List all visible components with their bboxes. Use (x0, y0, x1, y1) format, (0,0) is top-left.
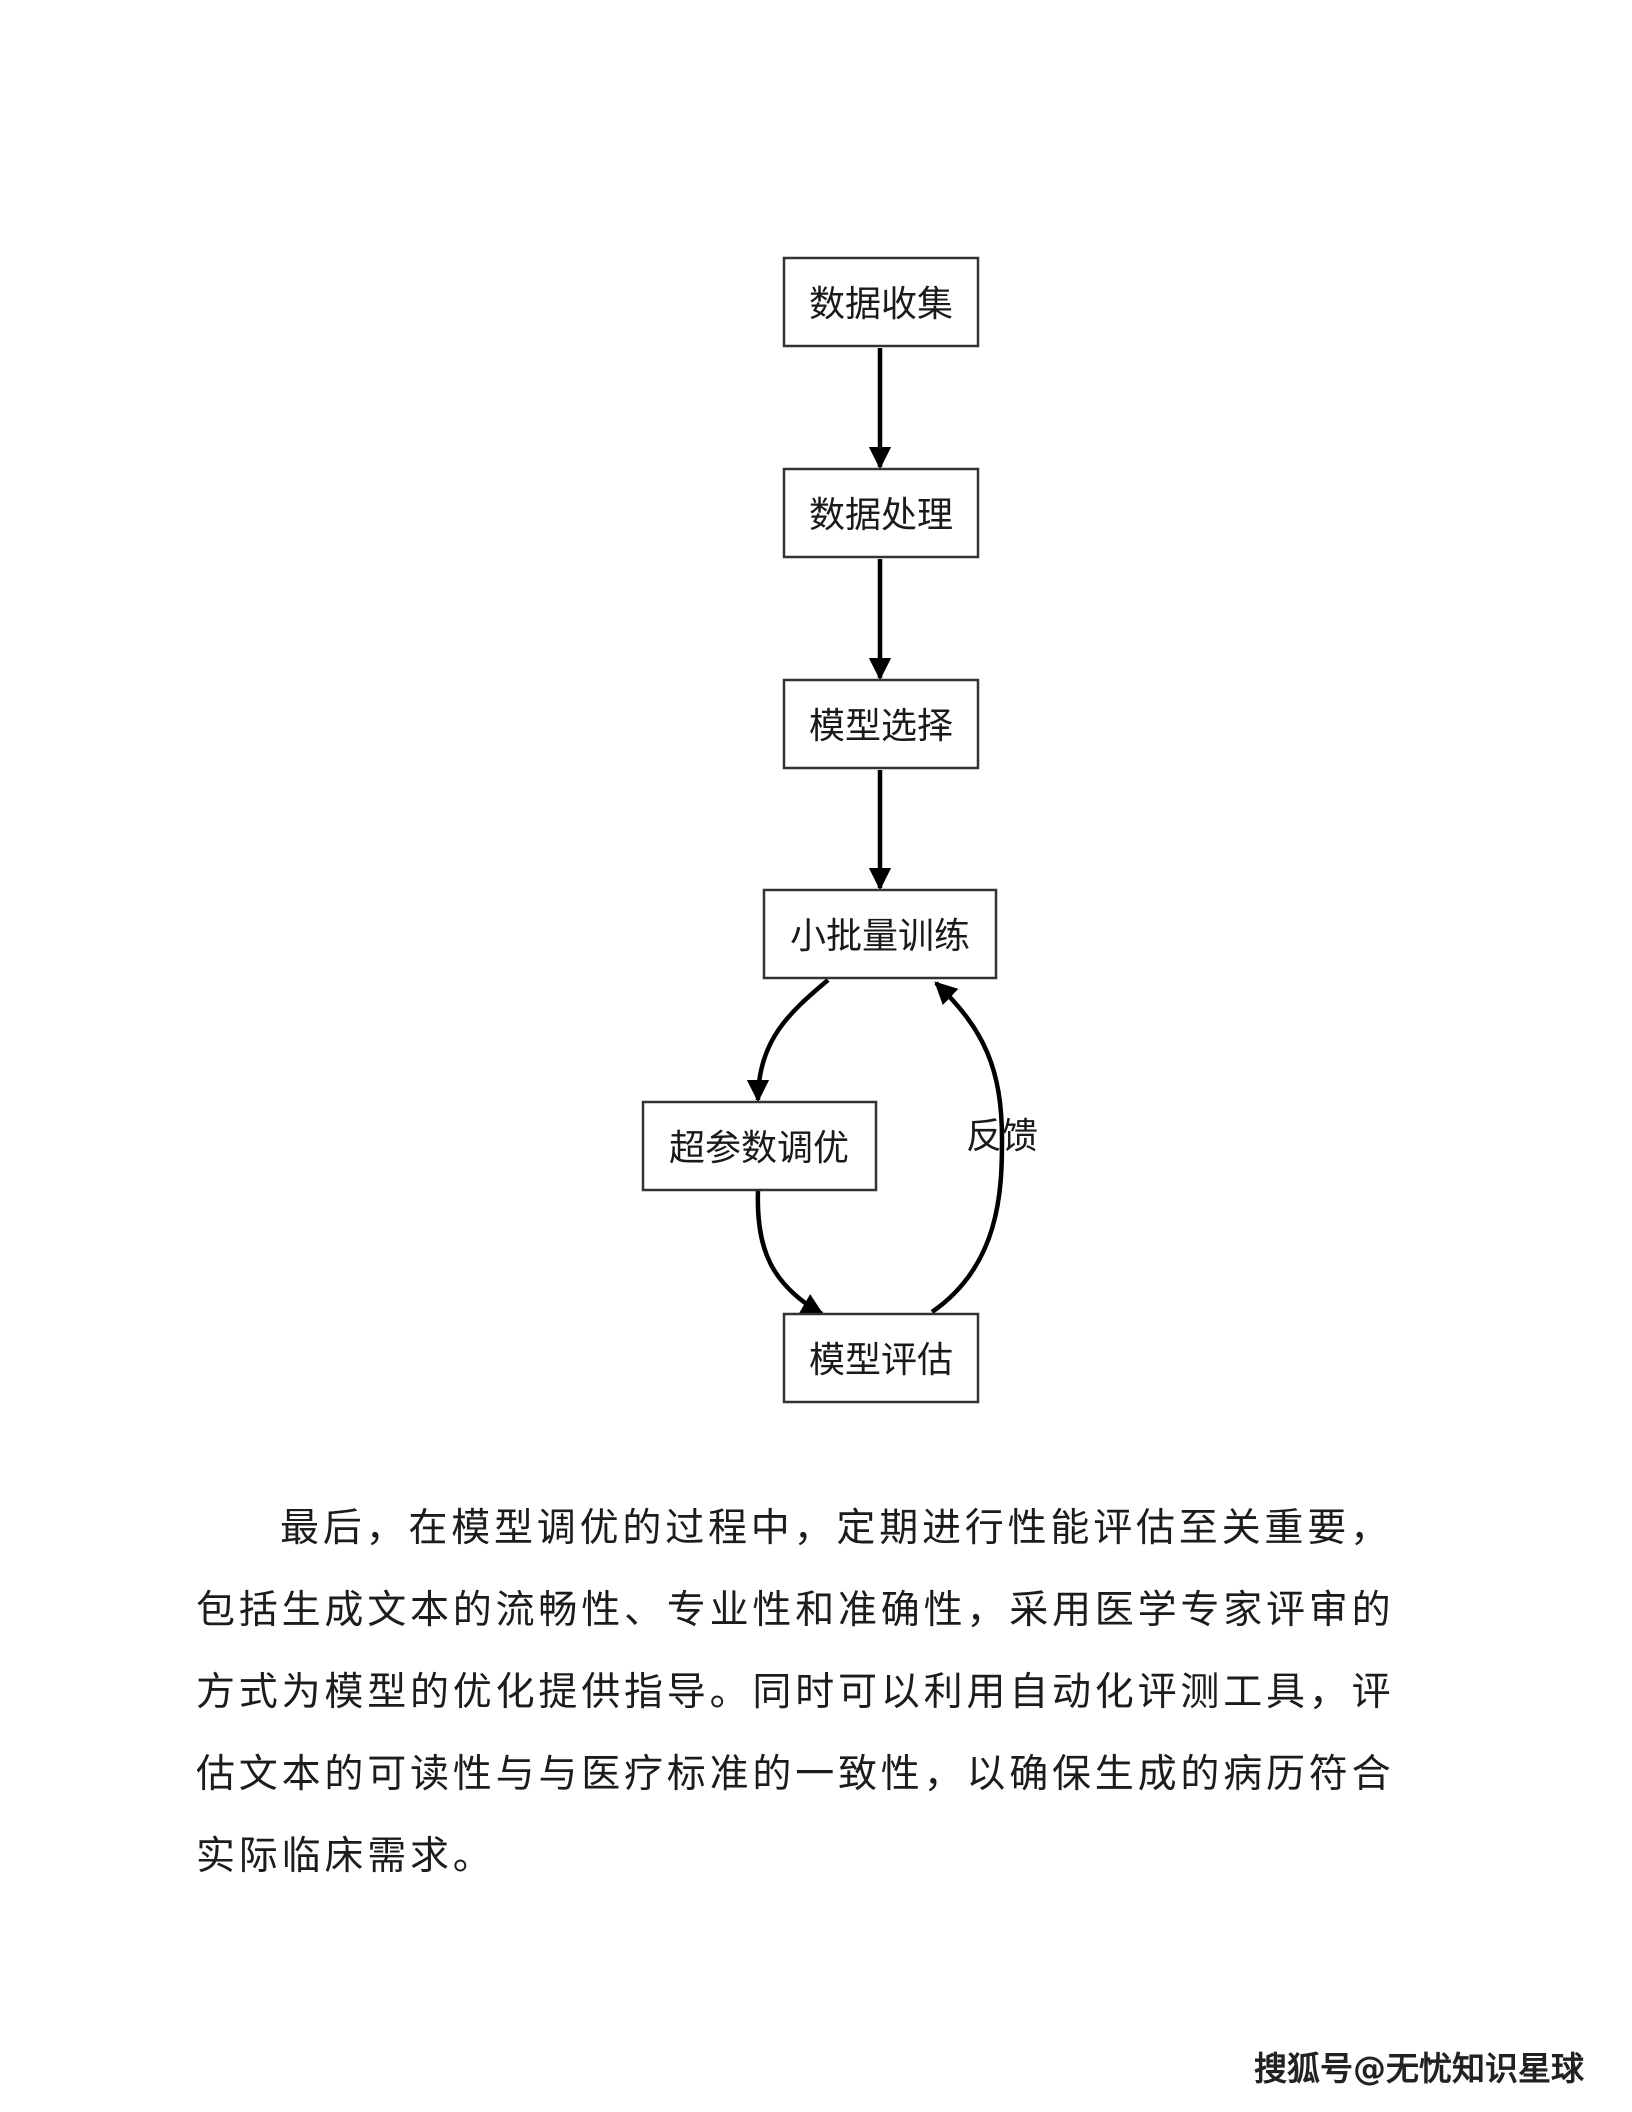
node-label-model-selection: 模型选择 (809, 706, 953, 747)
node-label-data-processing: 数据处理 (809, 495, 953, 536)
node-model-evaluation: 模型评估 (782, 1312, 980, 1404)
edge-training-to-tuning (746, 978, 830, 1103)
node-model-selection: 模型选择 (782, 678, 980, 770)
node-mini-batch-training: 小批量训练 (762, 888, 998, 980)
watermark-text: 搜狐号@无忧知识星球 (1254, 2049, 1584, 2088)
edge-evaluation-to-training-feedback (930, 981, 1005, 1314)
node-label-hyperparameter-tuning: 超参数调优 (669, 1128, 849, 1169)
node-data-processing: 数据处理 (782, 467, 980, 559)
flowchart-diagram: 反馈 数据收集 数据处理 模型选择 小批量训练 超参数调优 模型评估 (641, 256, 1038, 1404)
node-label-mini-batch-training: 小批量训练 (790, 916, 970, 957)
edge-label-feedback: 反馈 (966, 1116, 1038, 1157)
node-label-data-collection: 数据收集 (809, 284, 953, 325)
edge-tuning-to-evaluation (755, 1189, 824, 1316)
node-data-collection: 数据收集 (782, 256, 980, 348)
node-hyperparameter-tuning: 超参数调优 (641, 1100, 878, 1192)
node-label-model-evaluation: 模型评估 (809, 1340, 953, 1381)
body-paragraph: 最后，在模型调优的过程中，定期进行性能评估至关重要，包括生成文本的流畅性、专业性… (196, 1506, 1395, 1879)
